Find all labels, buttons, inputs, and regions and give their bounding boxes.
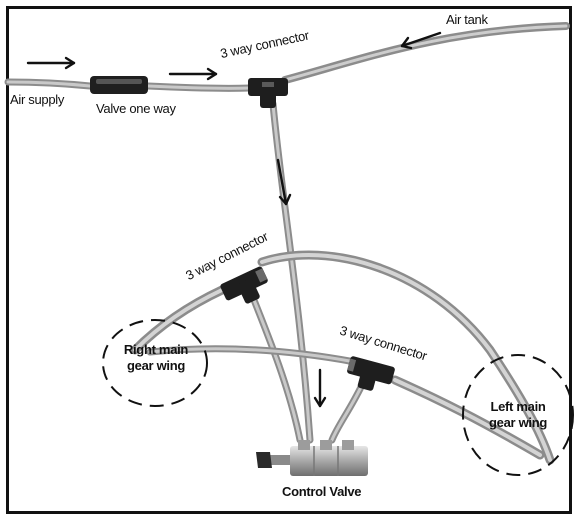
arrow-down-icon-main — [276, 158, 292, 206]
arrow-right-icon-supply — [26, 56, 76, 70]
tube-air-tank — [281, 22, 570, 84]
right-main-gear-wing-circle — [102, 319, 208, 407]
flow-arrows — [26, 31, 442, 408]
three-way-connector-lower — [347, 356, 395, 391]
tube-to-right-gear — [130, 285, 227, 355]
three-way-connector-middle — [220, 266, 268, 304]
arrow-right-icon-valve — [168, 67, 218, 81]
label-right-main-line1: Right main — [123, 342, 189, 357]
tubing — [4, 22, 570, 465]
arrow-down-icon-valve — [313, 368, 327, 408]
diagram-frame — [6, 6, 572, 514]
label-right-main-gear-wing: Right main gear wing — [112, 342, 200, 374]
one-way-valve — [90, 76, 148, 94]
three-way-connector-top — [248, 78, 288, 108]
label-right-main-line2: gear wing — [127, 358, 185, 373]
arrow-left-icon-tank — [400, 31, 442, 50]
label-control-valve: Control Valve — [282, 484, 362, 499]
left-main-gear-wing-circle — [462, 354, 574, 476]
label-left-main-gear-wing: Left main gear wing — [476, 399, 560, 431]
control-valve-body — [256, 440, 368, 476]
label-left-main-line1: Left main — [490, 399, 546, 414]
label-valve-one-way: Valve one way — [96, 101, 176, 116]
label-left-main-line2: gear wing — [489, 415, 547, 430]
label-air-supply: Air supply — [10, 92, 65, 107]
label-air-tank: Air tank — [446, 12, 488, 27]
